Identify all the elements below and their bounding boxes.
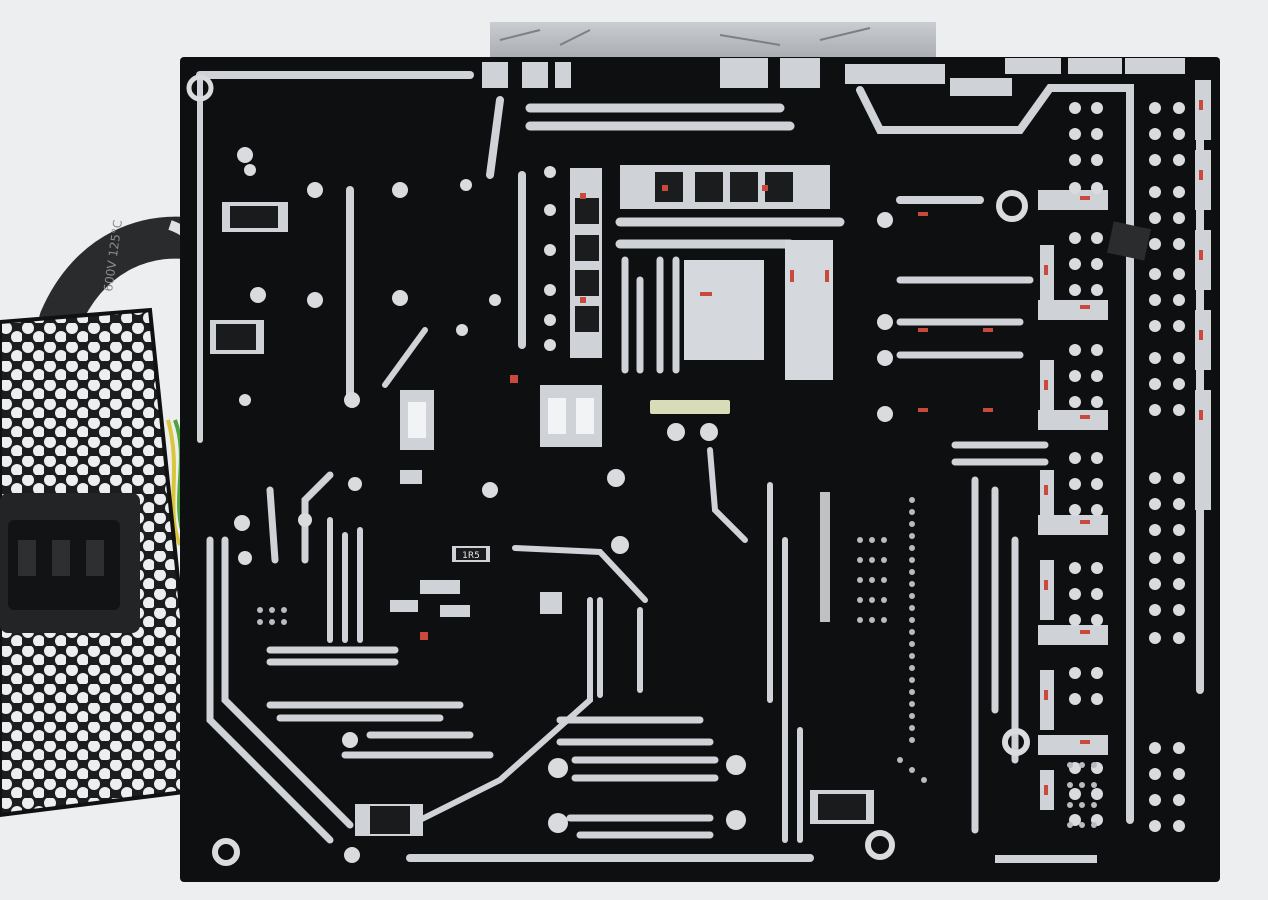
copper-traces (196, 71, 1204, 862)
connector-holes (1069, 102, 1185, 832)
isolation-slot (820, 492, 830, 622)
top-pads (482, 58, 1185, 96)
smd-resistors (420, 60, 1203, 795)
bottom-trace (995, 855, 1097, 863)
resistor-marking: 1R5 (462, 551, 480, 561)
via-rows (257, 497, 1097, 828)
pcb-board: 1R5 (180, 57, 1220, 882)
solder-joints (186, 74, 1030, 866)
psu-housing (0, 307, 203, 818)
optocouplers (400, 385, 730, 450)
smd-mosfets (570, 165, 833, 380)
smd-ics: 1R5 (210, 202, 1151, 836)
